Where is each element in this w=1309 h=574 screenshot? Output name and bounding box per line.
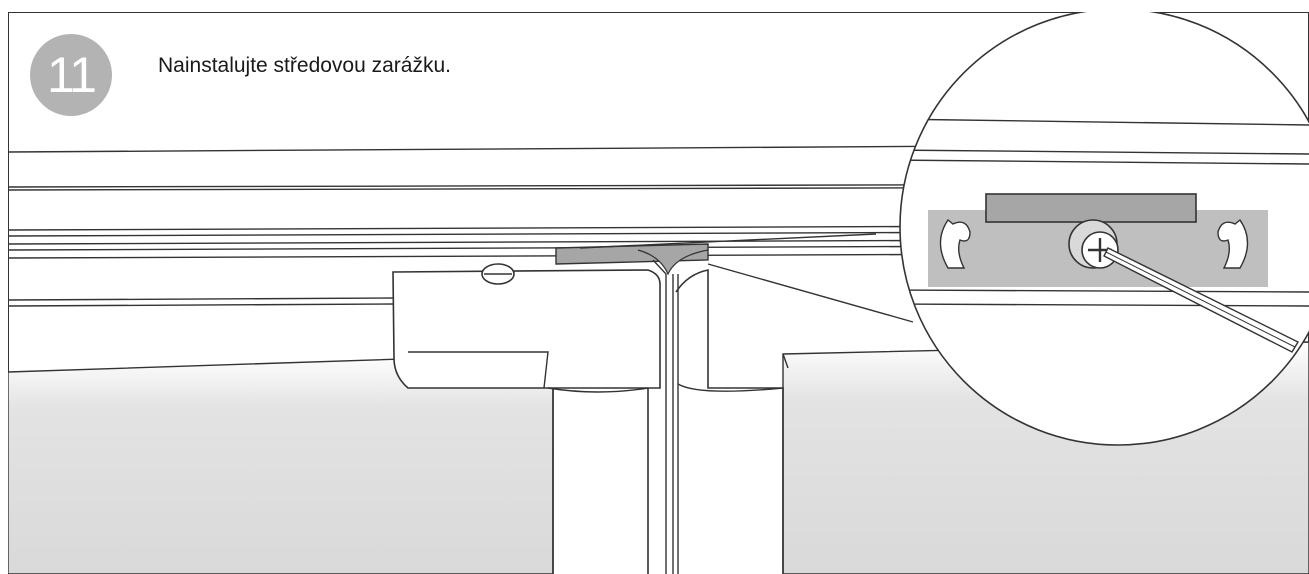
clip-right bbox=[1217, 218, 1249, 269]
installation-illustration bbox=[8, 12, 1309, 574]
step-number-badge: 11 bbox=[30, 34, 112, 116]
glass-edge-center bbox=[652, 259, 679, 574]
handle-block-right bbox=[675, 269, 784, 574]
clip-left bbox=[939, 218, 971, 269]
step-instruction: Nainstalujte středovou zarážku. bbox=[158, 54, 451, 77]
instruction-frame: 11 Nainstalujte středovou zarážku. bbox=[8, 12, 1309, 574]
zoom-stopper-plate bbox=[985, 193, 1197, 223]
vertical-post-left bbox=[552, 388, 649, 574]
handle-block-left bbox=[392, 269, 661, 389]
glass-panel-left bbox=[8, 353, 554, 574]
zoom-detail bbox=[900, 118, 1309, 353]
